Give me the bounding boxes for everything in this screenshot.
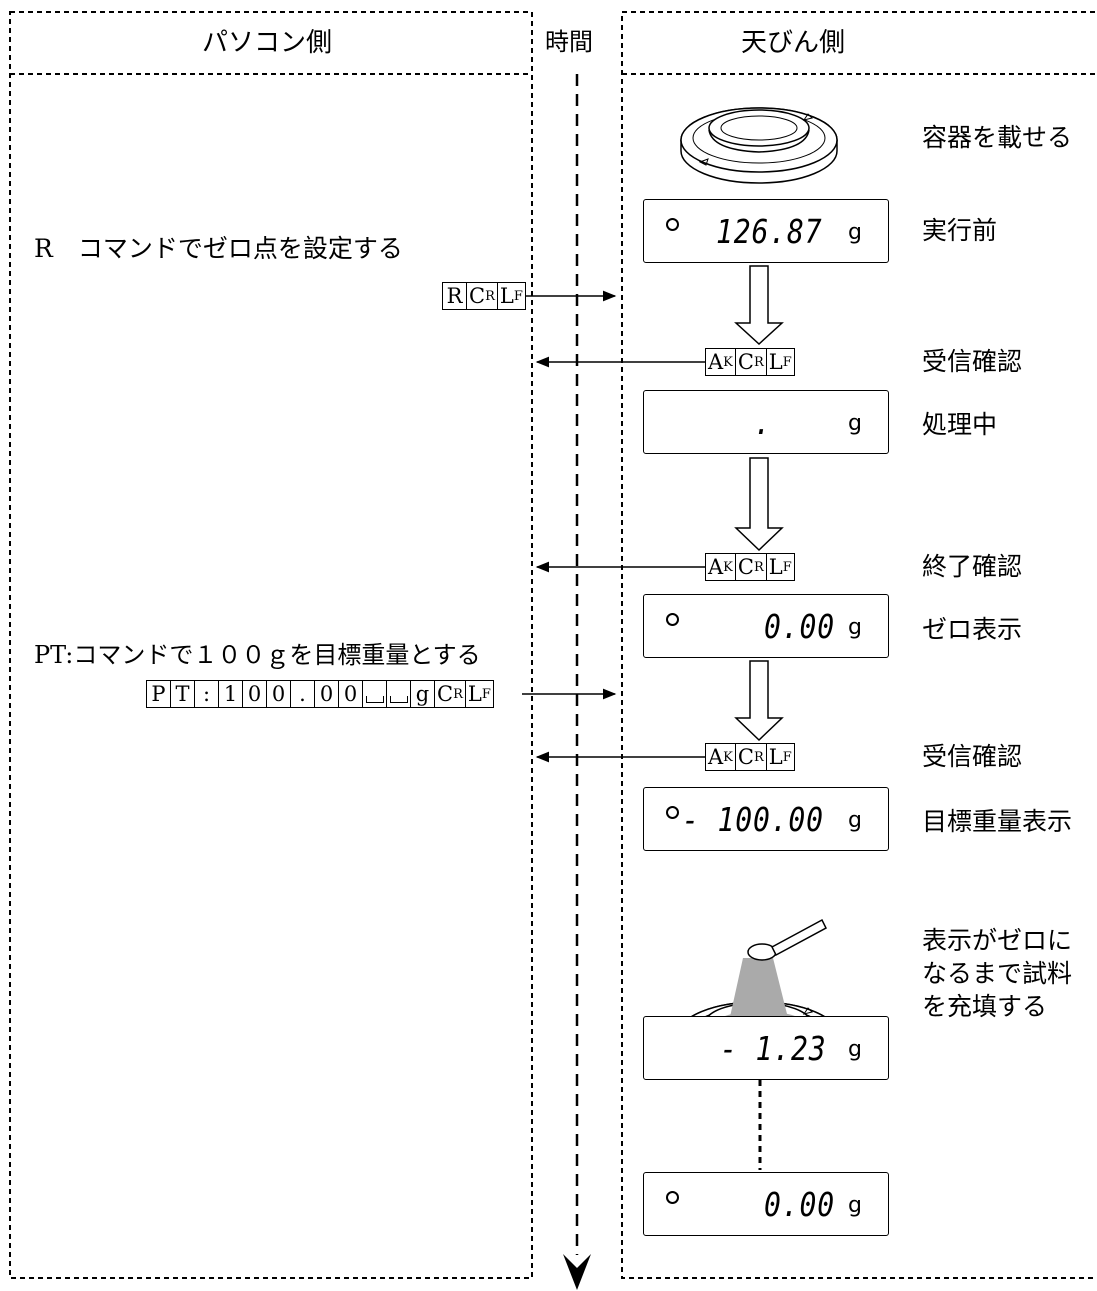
pt-command-char: T [170,680,195,708]
display-unit: g [848,615,862,640]
step-target-weight-display: 目標重量表示 [922,807,1073,836]
pc-step-r-command: R コマンドでゼロ点を設定する [34,234,403,263]
step-place-container: 容器を載せる [922,123,1073,152]
balance-display-target: - 100.00 g [643,787,889,851]
container-on-pan-illustration [680,107,838,184]
stable-indicator [666,806,679,819]
balance-display-zero: 0.00 g [643,594,889,658]
display-unit: g [848,411,862,436]
display-unit: g [848,1037,862,1062]
pc-side-header: パソコン側 [202,28,333,58]
display-unit: g [848,220,862,245]
balance-side-header: 天びん側 [741,28,846,58]
pt-command-char: 0 [266,680,291,708]
hollow-arrow-3 [734,660,784,742]
pt-command-char: : [194,680,219,708]
display-unit: g [848,1193,862,1218]
time-axis-arrowhead [563,1254,591,1290]
pt-command-char: 0 [314,680,339,708]
hollow-arrow-1 [734,265,784,346]
pc-step-pt-command: PT:コマンドで１００ｇを目標重量とする [34,641,481,669]
r-command-char: R [442,282,467,310]
display-value: 0.00 [764,607,835,646]
step-fill-line-2: なるまで試料 [922,959,1073,988]
display-value: 0.00 [764,1185,835,1224]
hollow-arrow-2 [734,457,784,552]
pt-command-char: . [290,680,315,708]
step-finish-confirm: 終了確認 [922,552,1023,581]
step-zero-display: ゼロ表示 [922,615,1023,644]
pc-panel-border [9,11,533,1279]
balance-panel-border [621,11,1095,1279]
display-unit: g [848,808,862,833]
pt-command-char: 1 [218,680,243,708]
balance-display-final-zero: 0.00 g [643,1172,889,1236]
display-value: - 1.23 [720,1029,827,1068]
step-processing: 処理中 [922,410,998,439]
display-value: 126.87 [716,212,823,251]
balance-display-before: 126.87 g [643,199,889,263]
pt-command-char [362,680,387,708]
pt-command-char: P [146,680,171,708]
balance-display-processing: . g [643,390,889,454]
pt-command-char: 0 [338,680,363,708]
time-axis-label: 時間 [545,28,593,56]
pt-command-char: g [410,680,435,708]
display-value: - 100.00 [682,800,824,839]
step-fill-line-3: を充填する [922,992,1048,1021]
stable-indicator [666,613,679,626]
pt-command-char [386,680,411,708]
pt-command-char: 0 [242,680,267,708]
display-value: . [754,403,772,442]
step-receive-confirm-1: 受信確認 [922,347,1023,376]
balance-display-filling: - 1.23 g [643,1016,889,1080]
stable-indicator [666,218,679,231]
step-fill-line-1: 表示がゼロに [922,926,1073,955]
stable-indicator [666,1191,679,1204]
step-before-execution: 実行前 [922,216,998,245]
step-receive-confirm-2: 受信確認 [922,742,1023,771]
